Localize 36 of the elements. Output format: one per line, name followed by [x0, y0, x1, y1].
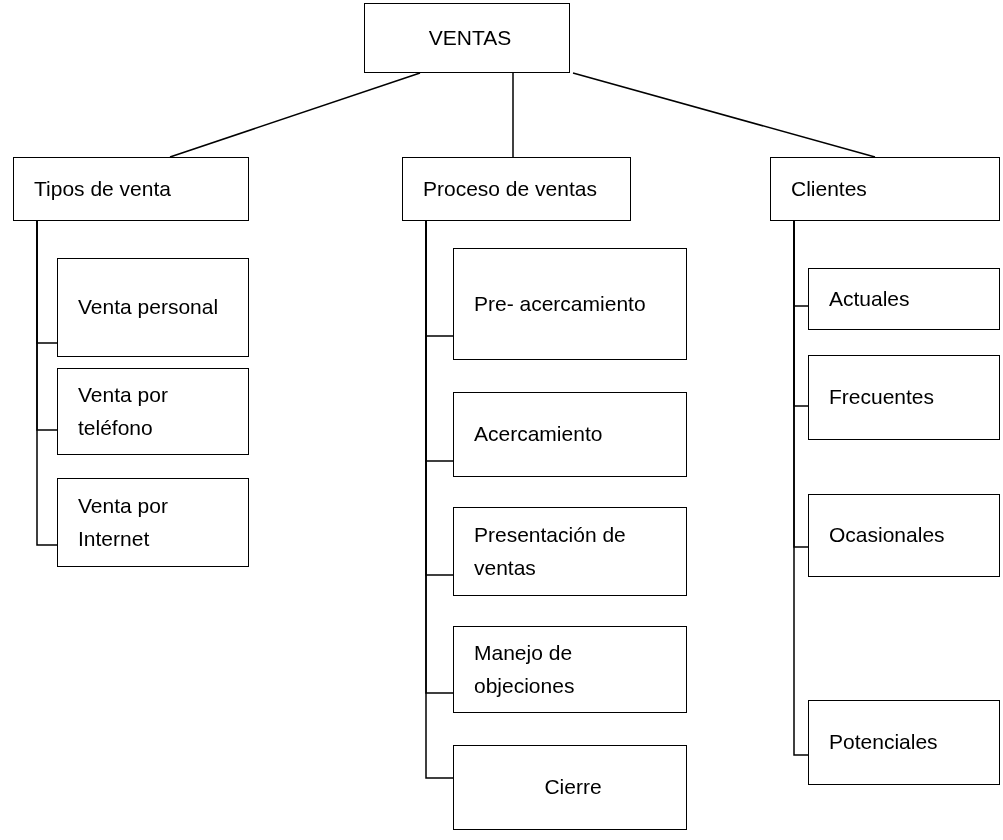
box-label: Proceso de ventas — [423, 175, 598, 202]
text-box — [57, 478, 249, 567]
box-label: VENTAS — [427, 24, 513, 51]
connector-line — [36, 220, 58, 546]
text-box — [453, 507, 687, 596]
box-label: Frecuentes — [829, 384, 936, 411]
text-box — [808, 355, 1000, 440]
box-label: Clientes — [791, 175, 868, 202]
text-box — [453, 626, 687, 713]
connector-line — [169, 72, 421, 158]
box-label: Tipos de venta — [34, 175, 172, 202]
text-box — [770, 157, 1000, 221]
text-box — [402, 157, 631, 221]
box-label: Potenciales — [829, 729, 939, 756]
text-box — [453, 392, 687, 477]
box-label: Acercamiento — [474, 421, 604, 448]
box-label: Pre- acercamiento — [474, 290, 647, 317]
text-box — [808, 494, 1000, 577]
connector-line — [572, 72, 876, 158]
text-box — [364, 3, 570, 73]
text-box — [57, 258, 249, 357]
text-box — [453, 745, 687, 830]
box-label: Manejo de objeciones — [474, 639, 576, 699]
box-label: Cierre — [543, 774, 603, 801]
box-label: Venta por Internet — [78, 492, 169, 552]
text-box — [453, 248, 687, 360]
connector-line — [512, 72, 514, 158]
text-box — [13, 157, 249, 221]
box-label: Venta por teléfono — [78, 381, 169, 441]
text-box — [808, 700, 1000, 785]
text-box — [808, 268, 1000, 330]
box-label: Presentación de ventas — [474, 521, 627, 581]
text-box — [57, 368, 249, 455]
box-label: Ocasionales — [829, 522, 946, 549]
box-label: Venta personal — [78, 294, 220, 321]
box-label: Actuales — [829, 285, 911, 312]
